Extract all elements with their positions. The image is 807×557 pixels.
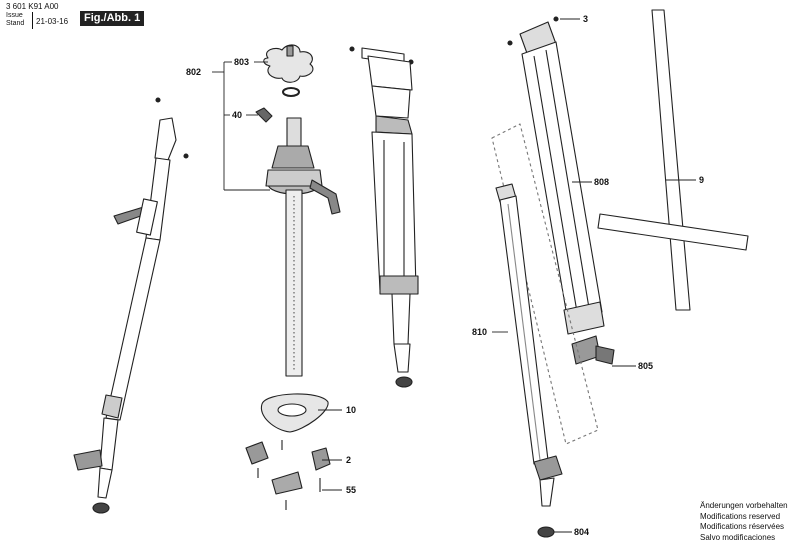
- left-tripod-leg: [73, 97, 189, 514]
- middle-tripod-leg: [349, 46, 419, 388]
- callout-9: 9: [699, 175, 705, 185]
- callout-3: 3: [583, 14, 589, 24]
- notice-line-en: Modifications reserved: [700, 511, 781, 521]
- extension-810: [491, 123, 599, 538]
- issue-label: Issue: [6, 12, 23, 19]
- callout-10: 10: [346, 405, 357, 415]
- callout-810: 810: [472, 327, 488, 337]
- stand-label: Stand: [6, 20, 25, 27]
- callout-805: 805: [638, 361, 654, 371]
- center-column: [245, 44, 341, 510]
- leader-lines: [212, 18, 696, 533]
- issue-date: 21-03-16: [36, 17, 69, 26]
- callout-802: 802: [186, 67, 202, 77]
- notice-line-es: Salvo modificaciones: [700, 532, 776, 542]
- header-bracket: [32, 12, 33, 29]
- document-number: 3 601 K91 A00: [6, 2, 59, 11]
- callout-804: 804: [574, 527, 590, 537]
- notice-line-de: Änderungen vorbehalten: [700, 501, 788, 510]
- callout-40: 40: [232, 110, 243, 120]
- callout-2: 2: [346, 455, 352, 465]
- callout-55: 55: [346, 485, 357, 495]
- right-leg-808: [507, 16, 615, 365]
- notice-line-fr: Modifications réservées: [700, 522, 785, 531]
- cross-brace-9: [597, 9, 749, 311]
- figure-label: Fig./Abb. 1: [80, 11, 145, 26]
- modification-notice: Änderungen vorbehalten Modifications res…: [700, 501, 788, 543]
- callout-803: 803: [234, 57, 250, 67]
- callout-808: 808: [594, 177, 610, 187]
